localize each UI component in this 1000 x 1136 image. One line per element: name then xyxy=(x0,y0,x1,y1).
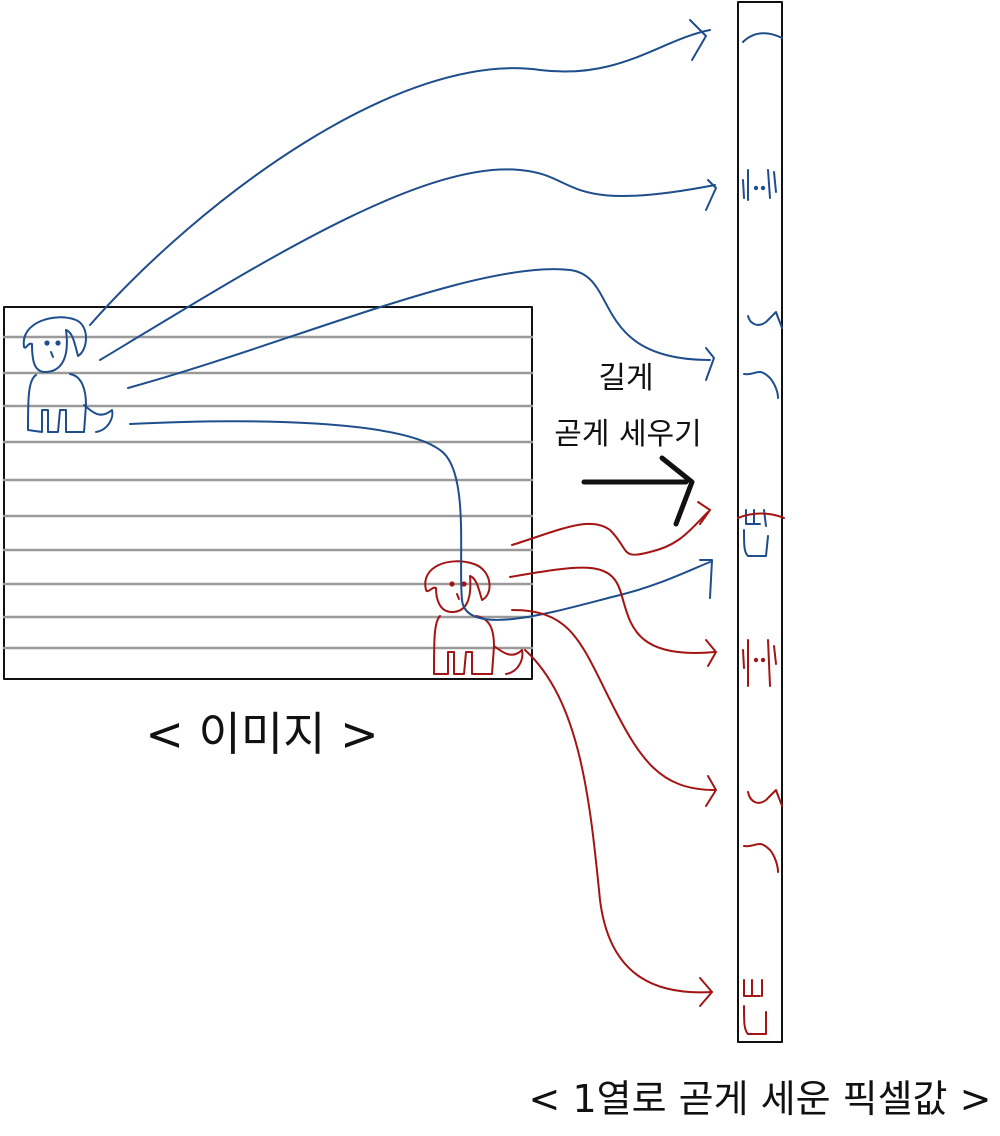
red-mapping-arrows xyxy=(509,501,717,1007)
pixel-column-frame xyxy=(737,1,783,1043)
dog-lower-icon xyxy=(424,560,524,675)
column-slices-blue xyxy=(742,32,783,557)
column-caption: < 1열로 곧게 세운 픽셀값 > xyxy=(529,1077,992,1121)
image-row-lines xyxy=(2,335,534,650)
image-frame xyxy=(3,306,533,680)
image-caption: < 이미지 > xyxy=(145,707,378,761)
dog-upper-icon xyxy=(22,316,114,433)
column-slices-red xyxy=(737,512,785,1035)
blue-mapping-arrows xyxy=(89,19,717,621)
transform-label-line2: 곧게 세우기 xyxy=(554,417,702,452)
transform-label-line1: 길게 xyxy=(598,361,653,396)
arrow-right-icon xyxy=(581,455,695,527)
